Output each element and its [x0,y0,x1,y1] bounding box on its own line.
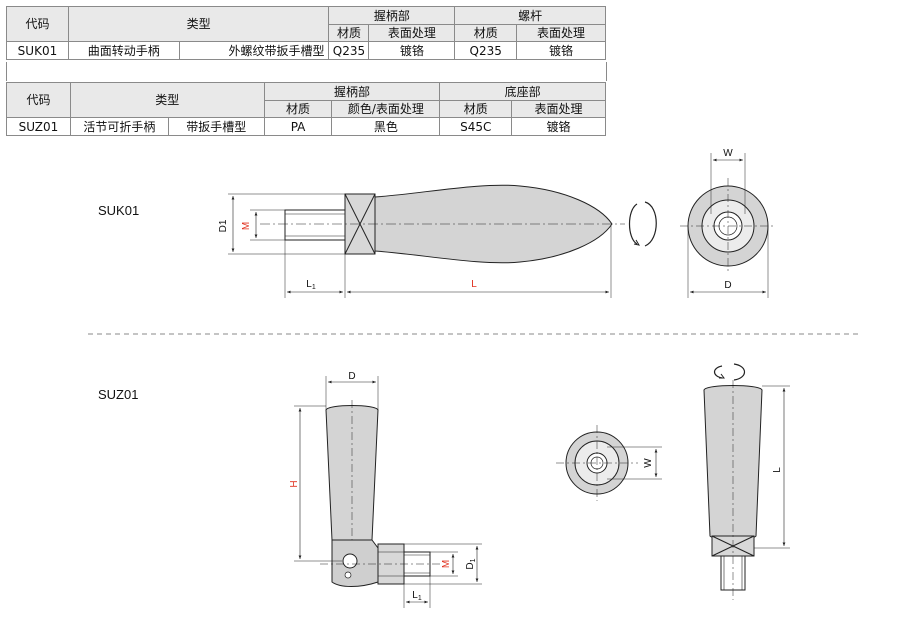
header-material-2: 材质 [439,100,513,118]
table-gap [6,62,607,81]
dim-m: M [241,222,252,230]
header-base: 底座部 [439,82,606,101]
cell-grip-surface: 黑色 [331,117,441,136]
cell-grip-material: PA [263,117,333,136]
header-surface-2: 表面处理 [511,100,606,118]
dim-m: M [441,560,452,568]
dim-d: D [724,280,731,291]
dim-l: L [772,467,783,473]
suk01-end-view [680,153,776,298]
suz01-side-view [294,376,482,608]
header-grip: 握柄部 [328,6,456,25]
header-type: 类型 [69,82,265,118]
cell-type-a: 曲面转动手柄 [67,41,180,60]
cell-grip-material: Q235 [328,41,370,60]
header-surface: 表面处理 [368,24,456,42]
table-row: SUK01 曲面转动手柄 外螺纹带扳手槽型 Q235 镀铬 Q235 镀铬 [6,41,606,60]
cell-type-b: 带扳手槽型 [167,117,265,136]
dim-l1: L1 [306,279,316,291]
dim-w: W [723,148,733,159]
cell-screw-surface: 镀铬 [516,41,606,60]
drawing-title-suz01: SUZ01 [98,387,139,402]
suk01-thread [284,209,346,241]
dim-d1: D1 [465,558,477,569]
header-surface: 颜色/表面处理 [331,100,441,118]
spec-table-suk01: 代码 类型 握柄部 螺杆 材质 表面处理 材质 表面处理 SUK01 曲面转动手… [6,6,606,60]
header-code: 代码 [6,6,69,42]
dim-l: L [471,279,477,290]
dim-w: W [643,458,654,468]
dim-d1: D1 [218,219,229,232]
table-row: SUZ01 活节可折手柄 带扳手槽型 PA 黑色 S45C 镀铬 [6,117,606,136]
suz01-end-view [556,425,662,501]
dim-h: H [289,480,300,487]
cell-screw-material: Q235 [454,41,518,60]
cell-type-b: 外螺纹带扳手槽型 [178,41,330,60]
dim-d: D [348,371,355,382]
cell-code: SUZ01 [6,117,71,136]
cell-base-surface: 镀铬 [511,117,606,136]
header-material: 材质 [328,24,370,42]
dim-l1: L1 [412,590,422,602]
suk01-side-view [228,184,657,298]
cell-type-a: 活节可折手柄 [69,117,169,136]
spec-table-suz01: 代码 类型 握柄部 底座部 材质 颜色/表面处理 材质 表面处理 SUZ01 活… [6,82,606,136]
header-code: 代码 [6,82,71,118]
header-screw: 螺杆 [454,6,606,25]
header-grip: 握柄部 [263,82,441,101]
cell-code: SUK01 [6,41,69,60]
suz01-front-view [703,363,790,600]
drawing-title-suk01: SUK01 [98,203,140,218]
cell-grip-surface: 镀铬 [368,41,456,60]
